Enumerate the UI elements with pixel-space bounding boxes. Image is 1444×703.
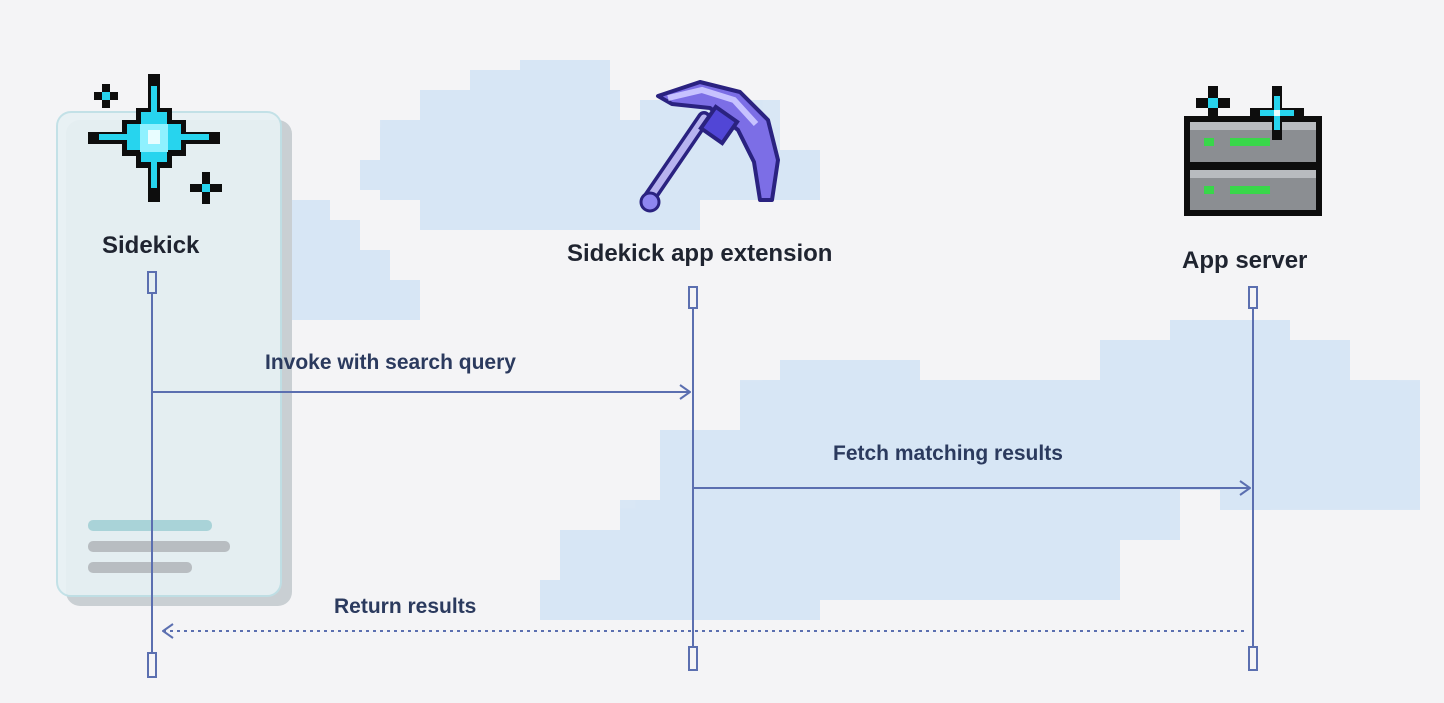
cloud-right [1040, 320, 1420, 510]
actor-label-sidekick: Sidekick [102, 232, 199, 260]
lifeline-bottom-handle [1249, 647, 1257, 670]
actor-label-app-server: App server [1182, 247, 1307, 275]
sidekick-panel [57, 112, 292, 606]
panel-line-2 [88, 541, 230, 552]
lifeline-top-handle [1249, 287, 1257, 308]
lifeline-bottom-handle [148, 653, 156, 677]
server-led-1 [1230, 138, 1270, 146]
server-led-2 [1230, 186, 1270, 194]
server-icon [1184, 86, 1322, 216]
message-label-return: Return results [334, 595, 476, 619]
lifeline-top-handle [689, 287, 697, 308]
actor-label-extension: Sidekick app extension [567, 240, 832, 268]
panel-line-3 [88, 562, 192, 573]
panel-line-1 [88, 520, 212, 531]
message-label-invoke: Invoke with search query [265, 351, 516, 375]
message-label-fetch: Fetch matching results [833, 442, 1063, 466]
lifeline-bottom-handle [689, 647, 697, 670]
